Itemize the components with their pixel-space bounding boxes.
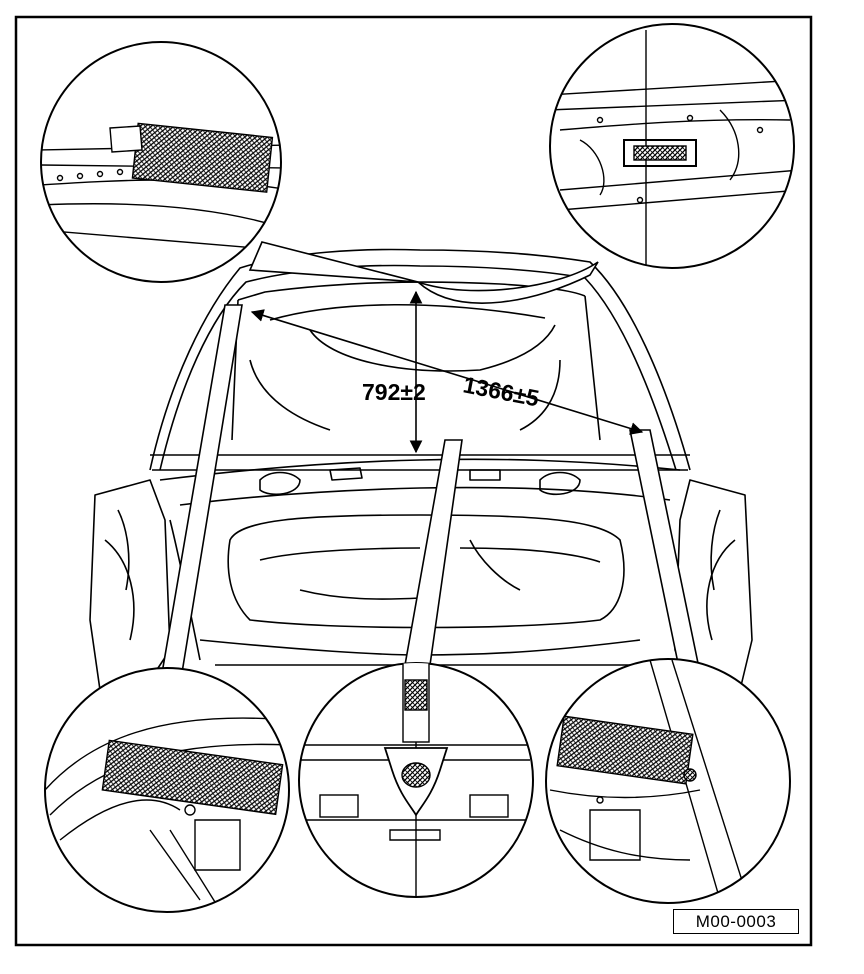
figure-code-label: M00-0003 (673, 909, 799, 934)
detail-view-top-right (549, 23, 795, 269)
callout-connectors (248, 241, 599, 304)
diagonal-dimension-line (250, 309, 644, 435)
height-dimension-label: 792±2 (362, 379, 426, 405)
detail-view-bottom-right (545, 658, 791, 904)
diagonal-dimension-label: 1366±5 (461, 371, 541, 411)
detail-view-bottom-left (44, 667, 290, 913)
detail-view-top-left (40, 41, 282, 283)
dimension-lines (250, 290, 644, 454)
figure-border (14, 15, 813, 947)
detail-view-bottom-center (298, 662, 534, 898)
